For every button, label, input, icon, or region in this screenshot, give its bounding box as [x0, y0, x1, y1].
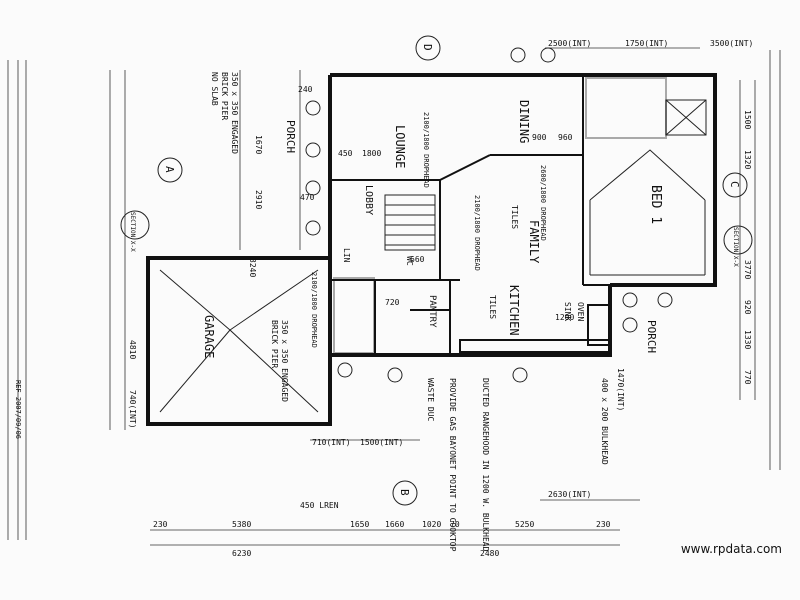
- dim-mid-2: 710(INT): [312, 438, 351, 447]
- ensuite-tiles: [585, 77, 707, 139]
- dim-bottom-5: 1020: [422, 520, 441, 529]
- dim-right-4: 920: [743, 300, 752, 315]
- dim-int-6: 470: [300, 193, 315, 202]
- dim-int-9: 1200: [555, 313, 574, 322]
- note-oven: OVEN: [576, 302, 585, 321]
- note-pier-top-3: NO SLAB: [210, 72, 219, 106]
- section-markers: [120, 35, 753, 506]
- section-x-right: [723, 225, 753, 255]
- garage: [146, 256, 332, 426]
- laundry-tiles: [333, 277, 375, 354]
- left-margin-text: REF 2007/09/06: [14, 380, 22, 439]
- dim-bottom-row2-2: 2480: [480, 549, 499, 558]
- scan-margin-left: [7, 60, 27, 540]
- dim-left-3: 2910: [254, 190, 263, 209]
- dim-int-3: 1800: [362, 149, 381, 158]
- drophead-garage: 2100/1800 DROPHEAD: [310, 272, 318, 348]
- dim-bottom-1: 230: [153, 520, 168, 529]
- dim-bottom-7: 5250: [515, 520, 534, 529]
- section-x-left: [120, 210, 150, 240]
- dim-bottom-8: 230: [596, 520, 611, 529]
- dim-mid-4: 1470(INT): [616, 368, 625, 411]
- dim-right-6: 770: [743, 370, 752, 385]
- dim-int-2: 960: [558, 133, 573, 142]
- note-waste: WASTE DUC: [426, 378, 435, 422]
- dim-right-3: 3770: [743, 260, 752, 279]
- dim-right-5: 1330: [743, 330, 752, 349]
- room-garage: GARAGE: [202, 315, 216, 358]
- section-x-right-label: SECTION X-X: [732, 227, 739, 267]
- drophead-family: 2100/1800 DROPHEAD: [473, 195, 481, 271]
- bed1-lines: [589, 149, 706, 276]
- dim-left-2: 740(INT): [128, 390, 137, 429]
- dim-int-8: 720: [385, 298, 400, 307]
- note-pier-top-2: BRICK PIER: [220, 72, 229, 120]
- dim-top-3: 3500(INT): [710, 39, 753, 48]
- note-pier-garage-2: BRICK PIER: [270, 320, 279, 368]
- room-dining: DINING: [517, 100, 531, 143]
- dim-int-10: 3240: [248, 258, 257, 277]
- dim-int-1: 900: [532, 133, 547, 142]
- dim-int-7: 660: [410, 255, 425, 264]
- room-porch-right: PORCH: [645, 320, 658, 353]
- grid-bubbles: [305, 47, 673, 383]
- note-sink: SINK: [563, 302, 572, 321]
- room-kitchen: KITCHEN: [507, 285, 521, 336]
- room-lobby: LOBBY: [363, 185, 374, 215]
- finish-tiles-kitchen: TILES: [488, 295, 497, 319]
- note-bulkhead: 400 x 200 BULKHEAD: [600, 378, 609, 465]
- dim-bottom-4: 1660: [385, 520, 404, 529]
- section-d-label: D: [421, 44, 434, 51]
- drophead-lounge: 2100/1800 DROPHEAD: [422, 112, 430, 188]
- dim-bottom-note: 450 LREN: [300, 501, 339, 510]
- section-b-label: B: [398, 489, 411, 496]
- dim-bottom-3: 1650: [350, 520, 369, 529]
- kitchen-bench: [459, 304, 611, 353]
- dim-left-1: 4810: [128, 340, 137, 359]
- scan-margin-right: [769, 50, 781, 470]
- section-a-marker: [157, 157, 183, 183]
- room-linen: LIN: [342, 248, 351, 263]
- dim-bottom-row2-1: 6230: [232, 549, 251, 558]
- dim-left-4: 1670: [254, 135, 263, 154]
- note-pier-garage: 350 x 350 ENGAGED: [280, 320, 289, 402]
- dim-bottom-2: 5380: [232, 520, 251, 529]
- dim-mid-3: 1500(INT): [360, 438, 403, 447]
- note-pier-top: 350 x 350 ENGAGED: [230, 72, 239, 154]
- section-a-label: A: [163, 166, 176, 173]
- room-bed1: BED 1: [648, 185, 663, 224]
- room-pantry: PANTRY: [427, 295, 437, 328]
- dim-top-2: 1750(INT): [625, 39, 668, 48]
- section-x-left-label: SECTION X-X: [129, 212, 136, 252]
- section-d-marker: [415, 35, 441, 61]
- room-lounge: LOUNGE: [393, 125, 407, 168]
- note-gas: PROVIDE GAS BAYONET POINT TO COOKTOP: [448, 378, 457, 552]
- dim-int-5: 450: [338, 149, 353, 158]
- dimension-lines: [109, 47, 756, 546]
- room-family: FAMILY: [527, 220, 541, 264]
- note-ducted: DUCTED RANGEHOOD IN 1200 W. BULKHEAD: [481, 378, 490, 552]
- dim-right-2: 1320: [743, 150, 752, 169]
- staircase: [384, 194, 436, 251]
- dim-right-1: 1500: [743, 110, 752, 129]
- dim-bottom-6: 70: [450, 520, 460, 529]
- drophead-dining: 2600/1800 DROPHEAD: [539, 165, 547, 241]
- section-c-marker: [722, 172, 748, 198]
- dim-top-1: 2500(INT): [548, 39, 591, 48]
- finish-tiles-family: TILES: [510, 205, 519, 229]
- watermark-text: www.rpdata.com: [680, 542, 782, 556]
- room-porch-top: PORCH: [284, 120, 297, 153]
- room-wc: WC: [405, 256, 414, 266]
- section-c-label: C: [728, 181, 741, 188]
- dim-mid-1: 2630(INT): [548, 490, 591, 499]
- section-b-marker: [392, 480, 418, 506]
- dim-int-4: 240: [298, 85, 313, 94]
